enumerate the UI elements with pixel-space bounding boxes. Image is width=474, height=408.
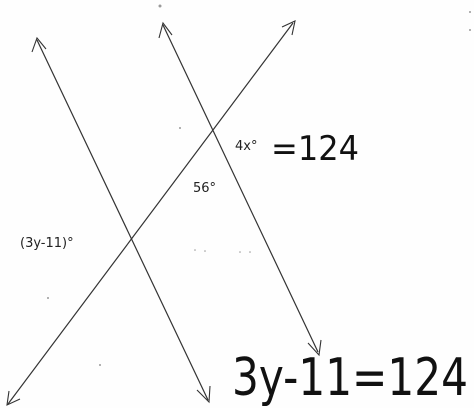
diagonal-line-arrow-top bbox=[281, 20, 296, 36]
handwritten-equation-bottom: 3y-11=124 bbox=[232, 348, 468, 408]
middle-line bbox=[162, 24, 319, 353]
left-line-arrow-bottom bbox=[196, 385, 211, 404]
diagonal-line bbox=[7, 22, 294, 405]
angle-label-top: 4x° bbox=[235, 139, 257, 154]
left-line-arrow-top bbox=[31, 36, 47, 53]
diagonal-line-arrow-bottom bbox=[6, 390, 21, 406]
scan-speck bbox=[469, 29, 471, 31]
angle-label-left: (3y-11)° bbox=[20, 236, 74, 251]
handwritten-equation-top: =124 bbox=[271, 129, 359, 169]
scan-speck bbox=[249, 251, 251, 253]
left-line bbox=[36, 39, 209, 401]
scan-speck bbox=[158, 4, 162, 8]
scan-speck bbox=[469, 11, 471, 13]
scan-speck bbox=[239, 251, 241, 253]
middle-line-arrow-bottom bbox=[307, 339, 322, 357]
scan-speck bbox=[99, 364, 101, 366]
scan-speck bbox=[47, 297, 49, 299]
scan-speck bbox=[194, 249, 196, 251]
middle-line-arrow-top bbox=[158, 21, 173, 39]
scan-speck bbox=[179, 127, 181, 129]
scan-speck bbox=[204, 250, 206, 252]
angle-label-inner: 56° bbox=[193, 181, 216, 196]
